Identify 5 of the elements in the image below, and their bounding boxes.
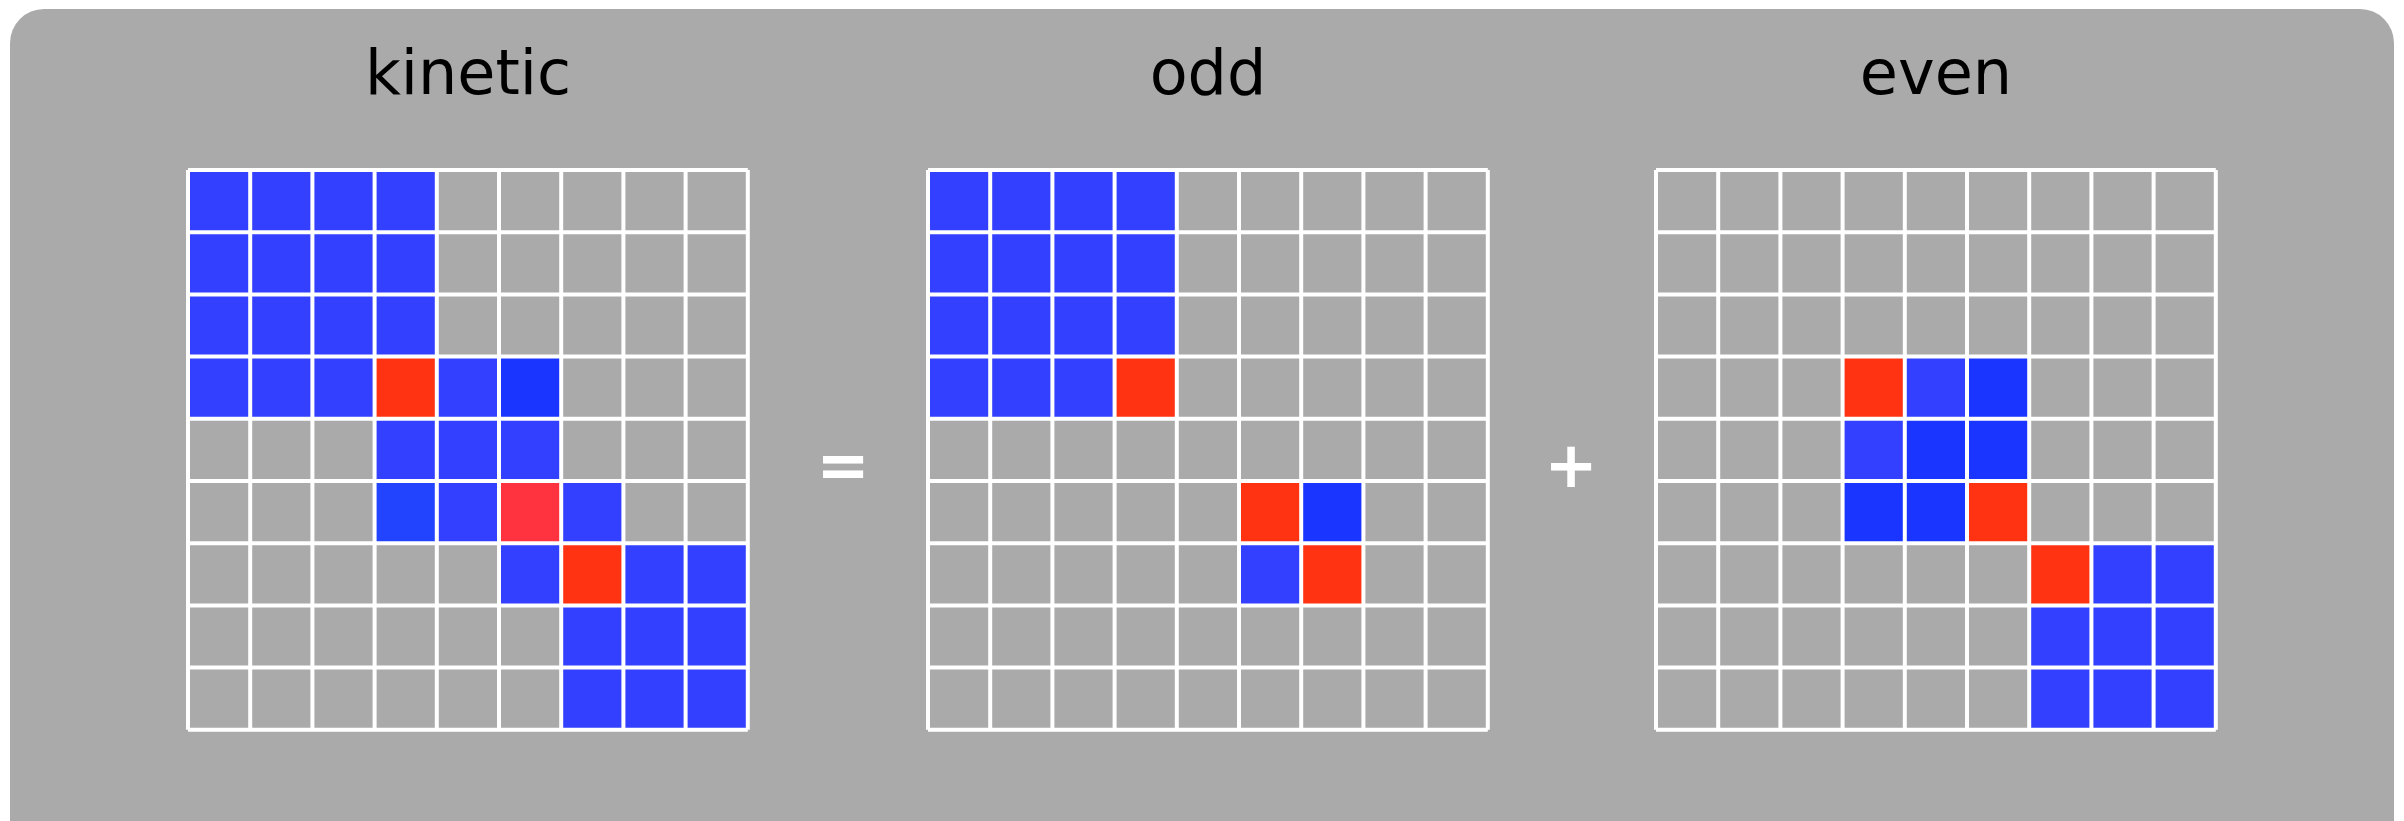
plus-sign: + [1544, 428, 1598, 502]
grid-title: even [1859, 35, 2013, 109]
equals-sign: = [816, 428, 870, 502]
grid-title: kinetic [364, 35, 572, 109]
grid-title: odd [1149, 35, 1267, 109]
